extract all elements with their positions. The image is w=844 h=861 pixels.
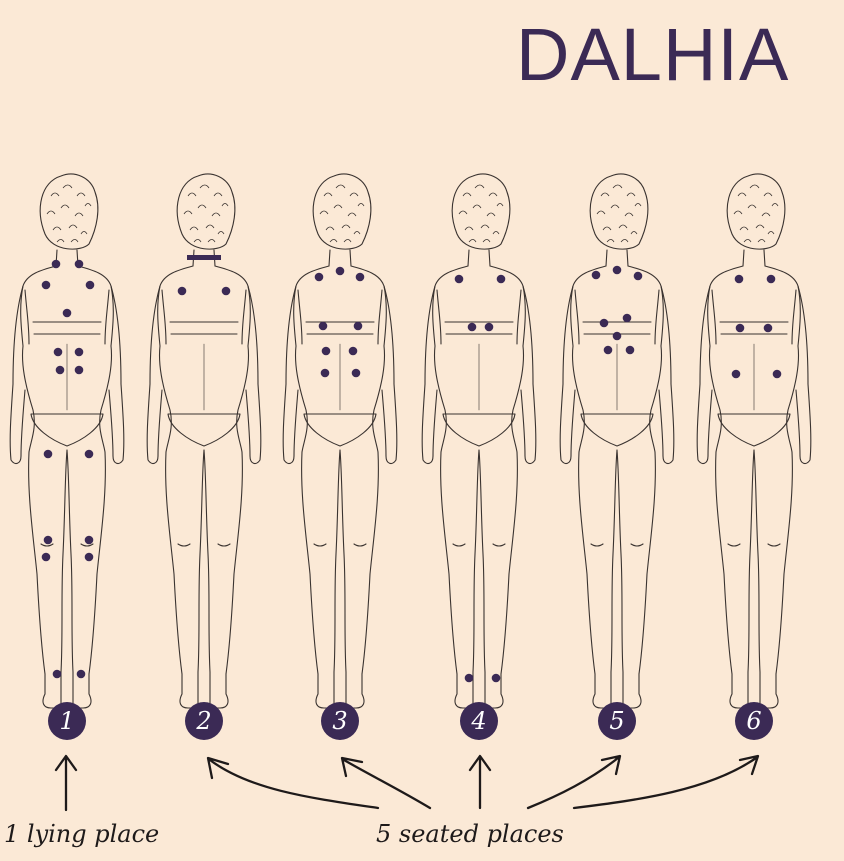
seated-places-note: 5 seated places: [376, 820, 564, 848]
badge-circle: [185, 702, 223, 740]
arrow-to-position-2: [206, 756, 380, 810]
placement-dot: [62, 308, 72, 318]
placement-dot: [612, 331, 622, 341]
placement-dot: [766, 274, 776, 284]
placement-dot: [355, 272, 365, 282]
page-title: DALHIA: [516, 13, 790, 96]
placement-dot: [484, 322, 494, 332]
placement-dot: [41, 552, 51, 562]
placement-dot: [41, 280, 51, 290]
placement-dot: [612, 265, 622, 275]
body-outline: [282, 173, 398, 709]
figure-3: [282, 173, 398, 709]
placement-dot: [74, 365, 84, 375]
placement-dot: [52, 669, 62, 679]
placement-dot: [454, 274, 464, 284]
placement-dot: [74, 347, 84, 357]
neck-bar-mark: [187, 255, 221, 260]
placement-dot: [43, 535, 53, 545]
badge-circle: [48, 702, 86, 740]
placement-dot: [464, 673, 474, 683]
arrow-to-position-3: [340, 756, 432, 810]
placement-dot: [84, 552, 94, 562]
arrow-to-position-1: [54, 754, 78, 812]
placement-dot: [603, 345, 613, 355]
placement-dot: [321, 346, 331, 356]
placement-dot: [318, 321, 328, 331]
placement-dot: [348, 346, 358, 356]
arrow-to-position-4: [468, 754, 492, 810]
badge-number: 6: [746, 707, 761, 735]
badge-number: 1: [59, 707, 74, 735]
figure-4: [421, 173, 537, 709]
placement-dot: [76, 669, 86, 679]
position-badge-1: 1: [48, 702, 86, 740]
body-outline: [696, 173, 812, 709]
placement-dot: [599, 318, 609, 328]
position-badge-2: 2: [185, 702, 223, 740]
body-outline: [559, 173, 675, 709]
placement-dot: [85, 280, 95, 290]
placement-dot: [734, 274, 744, 284]
placement-dot: [731, 369, 741, 379]
placement-dot: [735, 323, 745, 333]
placement-dot: [467, 322, 477, 332]
badge-number: 5: [609, 707, 624, 735]
badge-number: 2: [195, 707, 211, 735]
position-badge-5: 5: [598, 702, 636, 740]
placement-dot: [320, 368, 330, 378]
arrow-to-position-5: [526, 754, 622, 810]
placement-dot: [772, 369, 782, 379]
placement-dot: [633, 271, 643, 281]
placement-dot: [43, 449, 53, 459]
placement-dot: [351, 368, 361, 378]
figure-6: [696, 173, 812, 709]
position-badge-6: 6: [735, 702, 773, 740]
body-outline: [421, 173, 537, 709]
body-outline: [9, 173, 125, 709]
placement-dot: [496, 274, 506, 284]
badge-number: 4: [470, 707, 486, 735]
position-badge-4: 4: [460, 702, 498, 740]
placement-dot: [84, 449, 94, 459]
placement-dot: [51, 259, 61, 269]
figure-1: [9, 173, 125, 709]
placement-dot: [74, 259, 84, 269]
placement-dot: [622, 313, 632, 323]
placement-dot: [53, 347, 63, 357]
placement-dot: [221, 286, 231, 296]
placement-dot: [591, 270, 601, 280]
placement-dot: [625, 345, 635, 355]
position-badge-3: 3: [321, 702, 359, 740]
placement-dot: [763, 323, 773, 333]
placement-dot: [177, 286, 187, 296]
placement-dot: [55, 365, 65, 375]
arrow-to-position-6: [572, 754, 760, 810]
badge-number: 3: [332, 707, 347, 735]
placement-dot: [314, 272, 324, 282]
figure-5: [559, 173, 675, 709]
badge-circle: [460, 702, 498, 740]
placement-dot: [84, 535, 94, 545]
body-outline: [146, 173, 262, 709]
placement-dot: [335, 266, 345, 276]
figure-2: [146, 173, 262, 709]
badge-circle: [735, 702, 773, 740]
placement-dot: [491, 673, 501, 683]
lying-place-note: 1 lying place: [4, 820, 159, 848]
badge-circle: [598, 702, 636, 740]
placement-dot: [353, 321, 363, 331]
badge-circle: [321, 702, 359, 740]
